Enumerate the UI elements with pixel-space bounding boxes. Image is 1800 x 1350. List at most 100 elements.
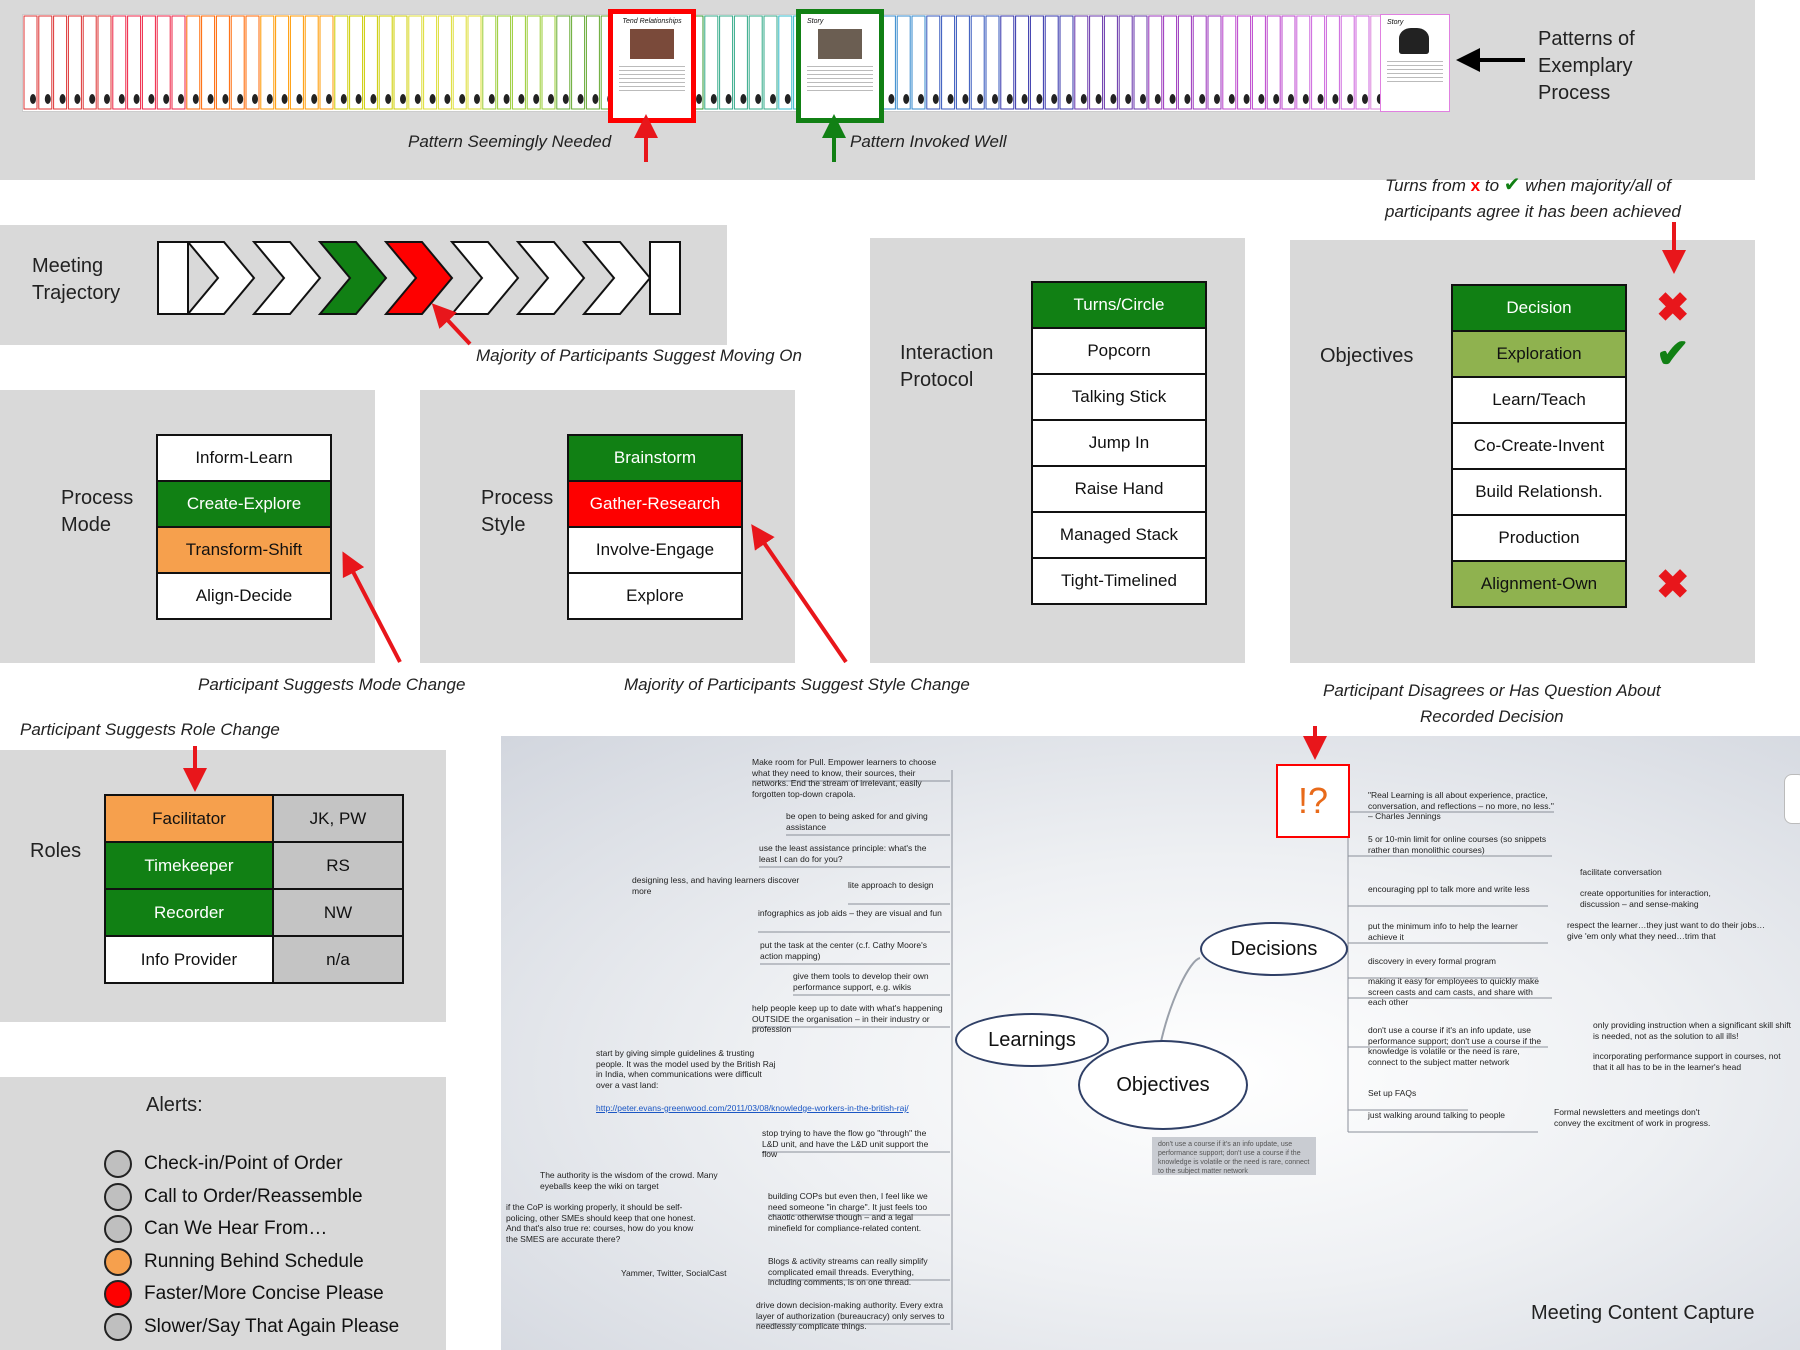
stack-option[interactable]: Inform-Learn	[158, 436, 330, 480]
stack-option[interactable]: Raise Hand	[1033, 467, 1205, 511]
pattern-card-needed[interactable]: Tend Relationships	[608, 9, 696, 123]
alert-item[interactable]: Slower/Say That Again Please	[104, 1313, 399, 1341]
mindmap-note[interactable]: Set up FAQs	[1368, 1088, 1417, 1098]
stack-option[interactable]: Turns/Circle	[1033, 283, 1205, 327]
pattern-card-glyph	[178, 94, 184, 104]
stack-option[interactable]: Co-Create-Invent	[1453, 424, 1625, 468]
trajectory-track[interactable]	[150, 236, 700, 318]
mindmap-scroll-handle[interactable]	[1784, 774, 1800, 824]
stack-option[interactable]: Decision	[1453, 286, 1625, 330]
alert-item[interactable]: Check-in/Point of Order	[104, 1150, 343, 1178]
pattern-card	[985, 15, 1000, 110]
alert-item[interactable]: Can We Hear From…	[104, 1215, 327, 1244]
mindmap-note[interactable]: just walking around talking to people	[1368, 1110, 1506, 1120]
stack-option[interactable]: Explore	[569, 574, 741, 618]
pattern-card-glyph	[1228, 94, 1235, 104]
mindmap-note[interactable]: don't use a course if it's an info updat…	[1368, 1025, 1542, 1067]
mindmap-note[interactable]: designing less, and having learners disc…	[632, 875, 800, 896]
stack-option[interactable]: Alignment-Own	[1453, 562, 1625, 606]
mindmap-note[interactable]: only providing instruction when a signif…	[1593, 1020, 1791, 1041]
mindmap-note[interactable]: lite approach to design	[848, 880, 934, 890]
mindmap-note[interactable]: encouraging ppl to talk more and write l…	[1368, 884, 1530, 894]
mindmap-note[interactable]: respect the learner…they just want to do…	[1567, 920, 1765, 941]
mindmap-note[interactable]: discovery in every formal program	[1368, 956, 1497, 966]
stack-option[interactable]: Managed Stack	[1033, 513, 1205, 557]
mindmap-note[interactable]: building COPs but even then, I feel like…	[768, 1191, 928, 1233]
mindmap-note[interactable]: facilitate conversation	[1580, 867, 1662, 877]
pattern-card-glyph	[932, 94, 939, 104]
stack-option[interactable]: Learn/Teach	[1453, 378, 1625, 422]
pattern-card-strip[interactable]	[22, 14, 1450, 112]
mindmap-note[interactable]: Yammer, Twitter, SocialCast	[621, 1268, 727, 1278]
pattern-card-invoked[interactable]: Story	[796, 9, 884, 123]
mindmap-note[interactable]: stop trying to have the flow go "through…	[762, 1128, 929, 1159]
mindmap-note[interactable]: be open to being asked for and giving as…	[786, 811, 928, 832]
role-name[interactable]: Info Provider	[106, 937, 272, 982]
pattern-card-glyph	[163, 94, 170, 104]
mindmap-note[interactable]: Formal newsletters and meetings don't co…	[1554, 1107, 1711, 1128]
achieved-check-icon[interactable]: ✔	[1656, 332, 1690, 377]
role-name[interactable]: Timekeeper	[106, 843, 272, 888]
stack-option[interactable]: Production	[1453, 516, 1625, 560]
pattern-card-glyph	[429, 94, 436, 104]
pattern-card-glyph	[296, 94, 303, 104]
mindmap-note[interactable]: help people keep up to date with what's …	[752, 1003, 943, 1034]
stack-option[interactable]: Brainstorm	[569, 436, 741, 480]
alert-item[interactable]: Faster/More Concise Please	[104, 1280, 384, 1309]
alert-item[interactable]: Running Behind Schedule	[104, 1247, 364, 1276]
pattern-card	[941, 15, 956, 110]
mindmap-note[interactable]: Blogs & activity streams can really simp…	[768, 1256, 928, 1287]
mindmap-note[interactable]: infographics as job aids – they are visu…	[758, 908, 942, 918]
pattern-card	[1281, 15, 1296, 110]
mindmap-note[interactable]: create opportunities for interaction, di…	[1580, 888, 1711, 909]
mindmap-note[interactable]: The authority is the wisdom of the crowd…	[540, 1170, 718, 1191]
objectives-node[interactable]: Objectives	[1078, 1040, 1248, 1130]
role-name[interactable]: Facilitator	[106, 796, 272, 841]
pattern-card-last[interactable]: Story	[1380, 14, 1450, 112]
mindmap-note[interactable]: start by giving simple guidelines & trus…	[596, 1048, 776, 1090]
stack-option[interactable]: Transform-Shift	[158, 528, 330, 572]
pattern-card-glyph	[1140, 94, 1146, 104]
stack-option[interactable]: Exploration	[1453, 332, 1625, 376]
stack-option[interactable]: Create-Explore	[158, 482, 330, 526]
mindmap-note[interactable]: incorporating performance support in cou…	[1593, 1051, 1781, 1072]
role-name[interactable]: Recorder	[106, 890, 272, 935]
pattern-card	[230, 15, 245, 110]
pattern-card-glyph	[548, 94, 554, 104]
mindmap-note[interactable]: put the minimum info to help the learner…	[1368, 921, 1518, 942]
alert-label: Running Behind Schedule	[144, 1250, 364, 1272]
mindmap-note[interactable]: give them tools to develop their own per…	[793, 971, 929, 992]
alert-item[interactable]: Call to Order/Reassemble	[104, 1182, 363, 1211]
pattern-card	[186, 15, 201, 110]
decision-flag[interactable]: !?	[1276, 764, 1350, 838]
decisions-node[interactable]: Decisions	[1200, 922, 1348, 976]
mindmap-note[interactable]: making it easy for employees to quickly …	[1368, 976, 1540, 1007]
pattern-card-glyph	[992, 94, 998, 104]
stack-option[interactable]: Jump In	[1033, 421, 1205, 465]
stack-option[interactable]: Gather-Research	[569, 482, 741, 526]
stack-option[interactable]: Involve-Engage	[569, 528, 741, 572]
mindmap-note[interactable]: "Real Learning is all about experience, …	[1368, 790, 1554, 821]
stack-option[interactable]: Talking Stick	[1033, 375, 1205, 419]
pattern-card-glyph	[918, 94, 924, 104]
stack-option[interactable]: Popcorn	[1033, 329, 1205, 373]
mindmap-note[interactable]: drive down decision-making authority. Ev…	[756, 1300, 945, 1331]
mindmap-note[interactable]: 5 or 10-min limit for online courses (so…	[1368, 834, 1547, 855]
mindmap-note[interactable]: Make room for Pull. Empower learners to …	[752, 757, 937, 799]
mindmap-note[interactable]: use the least assistance principle: what…	[759, 843, 927, 864]
pattern-invoked-caption: Pattern Invoked Well	[850, 132, 1007, 151]
stack-option[interactable]: Build Relationsh.	[1453, 470, 1625, 514]
pattern-card-glyph	[1347, 94, 1354, 104]
learnings-node[interactable]: Learnings	[955, 1013, 1109, 1067]
stack-option[interactable]: Align-Decide	[158, 574, 330, 618]
stack-option[interactable]: Tight-Timelined	[1033, 559, 1205, 603]
not-achieved-x-icon[interactable]: ✖	[1656, 563, 1690, 608]
mindmap-note[interactable]: if the CoP is working properly, it shoul…	[506, 1202, 696, 1244]
pattern-card	[171, 15, 186, 110]
mindmap-note[interactable]: put the task at the center (c.f. Cathy M…	[760, 940, 927, 961]
not-achieved-x-icon[interactable]: ✖	[1656, 286, 1690, 330]
trajectory-segment	[185, 241, 256, 315]
mindmap-note[interactable]: http://peter.evans-greenwood.com/2011/03…	[596, 1103, 909, 1113]
